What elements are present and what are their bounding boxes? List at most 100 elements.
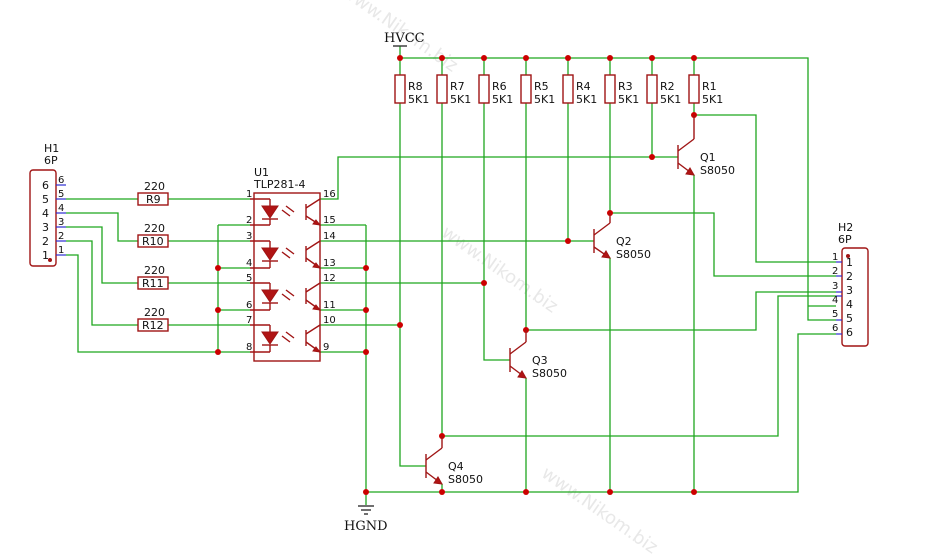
svg-text:5: 5 [846,312,853,325]
svg-text:S8050: S8050 [448,473,483,486]
svg-text:2: 2 [42,235,49,248]
resistor-r9: 220 R9 [137,180,169,206]
svg-text:Q3: Q3 [532,354,548,367]
svg-text:7: 7 [246,315,252,326]
resistor-r4: R4 5K1 [562,74,597,106]
svg-text:5K1: 5K1 [660,93,681,106]
svg-text:R5: R5 [534,80,549,93]
svg-text:4: 4 [832,295,838,306]
optocoupler-u1: U1 TLP281-4 [246,166,336,362]
svg-text:5K1: 5K1 [702,93,723,106]
resistor-r7: R7 5K1 [436,74,471,106]
phototransistor-3 [305,282,322,311]
resistor-r12: 220 R12 [137,306,169,332]
svg-text:1: 1 [246,189,252,200]
svg-text:R2: R2 [660,80,675,93]
svg-text:S8050: S8050 [700,164,735,177]
svg-text:R9: R9 [146,193,161,206]
resistor-r1: R1 5K1 [688,74,723,106]
svg-text:3: 3 [42,221,49,234]
hgnd-symbol: HGND [344,505,388,534]
svg-text:6: 6 [846,326,853,339]
svg-text:220: 220 [144,306,165,319]
svg-text:220: 220 [144,180,165,193]
svg-text:12: 12 [323,273,336,284]
svg-text:R3: R3 [618,80,633,93]
resistor-r8: R8 5K1 [394,74,429,106]
svg-text:14: 14 [323,231,336,242]
resistor-r3: R3 5K1 [604,74,639,106]
svg-text:Q4: Q4 [448,460,464,473]
svg-text:11: 11 [323,300,336,311]
svg-text:15: 15 [323,215,336,226]
led-1 [250,198,295,226]
svg-text:6: 6 [58,175,64,186]
svg-text:TLP281-4: TLP281-4 [253,178,305,191]
phototransistor-2 [305,240,322,269]
svg-text:3: 3 [58,217,64,228]
svg-text:6P: 6P [44,154,58,167]
svg-text:Q1: Q1 [700,151,716,164]
led-2 [250,240,295,269]
svg-text:R4: R4 [576,80,591,93]
svg-text:1: 1 [832,252,838,263]
svg-text:www.Nikom.biz: www.Nikom.biz [438,222,562,318]
svg-text:5: 5 [42,193,49,206]
h2-pin-labels: 1 2 3 4 5 6 [846,256,853,339]
svg-text:R10: R10 [142,235,164,248]
pullup-resistors: R8 5K1 R7 5K1 R6 5K1 R5 5K1 R4 5K1 R3 5K… [394,74,723,106]
transistor-q3: Q3 S8050 [509,330,567,380]
svg-text:H2: H2 [838,221,853,234]
svg-text:R7: R7 [450,80,465,93]
svg-text:HGND: HGND [344,519,388,534]
svg-text:S8050: S8050 [616,248,651,261]
svg-text:6: 6 [42,179,49,192]
svg-text:8: 8 [246,342,252,353]
svg-text:4: 4 [42,207,49,220]
h1-pin-labels: 6 5 4 3 2 1 [42,179,49,262]
hvcc-symbol: HVCC [384,31,425,47]
connector-h1: H1 6P 6 5 4 3 2 1 6 5 4 3 2 1 [29,142,66,267]
resistor-r5: R5 5K1 [520,74,555,106]
svg-text:13: 13 [323,258,336,269]
svg-text:U1: U1 [254,166,269,179]
svg-text:6P: 6P [838,233,852,246]
svg-text:6: 6 [246,300,252,311]
svg-text:R11: R11 [142,277,164,290]
svg-text:4: 4 [58,203,64,214]
svg-text:2: 2 [832,266,838,277]
svg-text:R12: R12 [142,319,164,332]
wires [66,46,836,505]
svg-text:2: 2 [58,231,64,242]
svg-text:5: 5 [58,189,64,200]
resistor-r10: 220 R10 [137,222,169,248]
u1-right-pin-numbers: 16 15 14 13 12 11 10 9 [323,189,336,353]
svg-text:www.Nikom.biz: www.Nikom.biz [538,463,662,555]
phototransistor-1 [305,198,322,226]
u1-left-pin-numbers: 1 2 3 4 5 6 7 8 [246,189,252,353]
svg-text:4: 4 [846,298,853,311]
connector-h2: H2 6P 1 2 3 4 5 6 1 2 3 4 5 6 [832,221,869,347]
svg-text:1: 1 [58,245,64,256]
svg-text:220: 220 [144,264,165,277]
h1-pins [56,184,66,256]
svg-text:R8: R8 [408,80,423,93]
led-3 [250,282,295,311]
h1-pin-numbers: 6 5 4 3 2 1 [58,175,64,256]
svg-text:5K1: 5K1 [450,93,471,106]
svg-text:4: 4 [246,258,252,269]
svg-text:Q2: Q2 [616,235,632,248]
resistor-r11: 220 R11 [137,264,169,290]
phototransistor-4 [305,324,322,353]
svg-text:S8050: S8050 [532,367,567,380]
transistor-q1: Q1 S8050 [677,115,735,177]
resistor-r6: R6 5K1 [478,74,513,106]
svg-text:5: 5 [246,273,252,284]
svg-text:1: 1 [42,249,49,262]
svg-text:5K1: 5K1 [618,93,639,106]
svg-text:5: 5 [832,309,838,320]
svg-text:2: 2 [246,215,252,226]
svg-text:220: 220 [144,222,165,235]
h2-pins [836,261,842,335]
